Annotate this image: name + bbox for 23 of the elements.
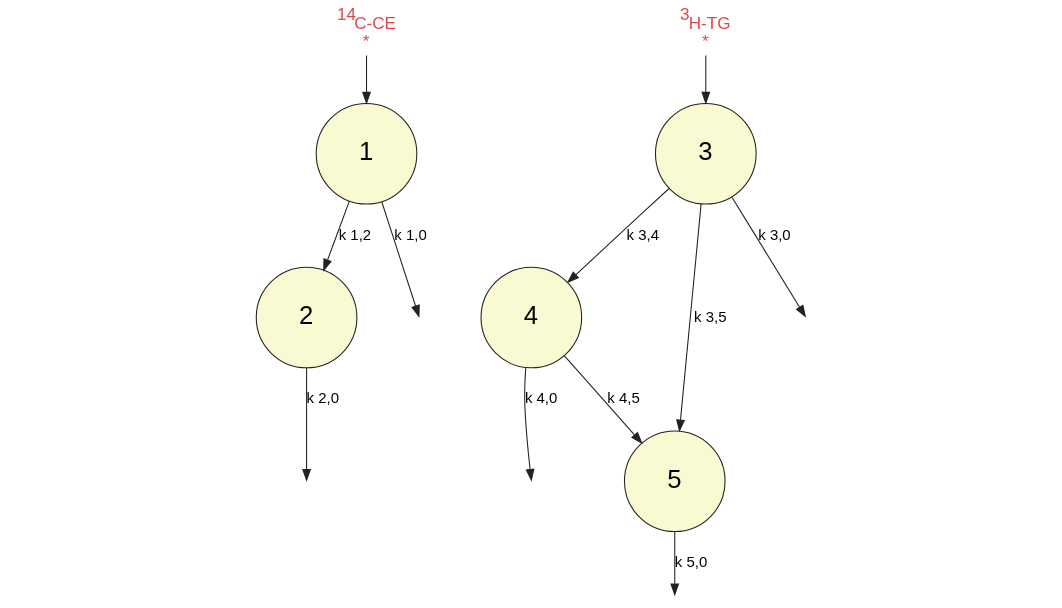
- arrow: [701, 54, 711, 105]
- arrow: [381, 201, 420, 318]
- node-circle: 1: [315, 102, 418, 205]
- arrow: [563, 355, 643, 445]
- arrow: [323, 200, 350, 272]
- edge-label: k 4,5: [607, 389, 640, 407]
- edge-label: k 1,2: [338, 225, 372, 243]
- node-circle: 2: [255, 266, 358, 369]
- arrow: [731, 196, 807, 318]
- arrow: [524, 367, 535, 482]
- node-circle: 3: [654, 102, 757, 205]
- arrow: [566, 187, 670, 284]
- edge-label: k 2,0: [306, 389, 340, 407]
- arrow: [362, 54, 372, 105]
- edge-label: k 4,0: [524, 389, 558, 407]
- arrow: [676, 203, 702, 433]
- edge-label: k 3,5: [694, 307, 727, 325]
- edge-label: k 3,0: [758, 225, 791, 243]
- edge-label: k 5,0: [674, 553, 708, 571]
- arrow: [670, 531, 680, 597]
- edge-label: k 3,4: [626, 225, 660, 243]
- edge-label: k 1,0: [394, 225, 427, 243]
- arrow: [302, 367, 312, 482]
